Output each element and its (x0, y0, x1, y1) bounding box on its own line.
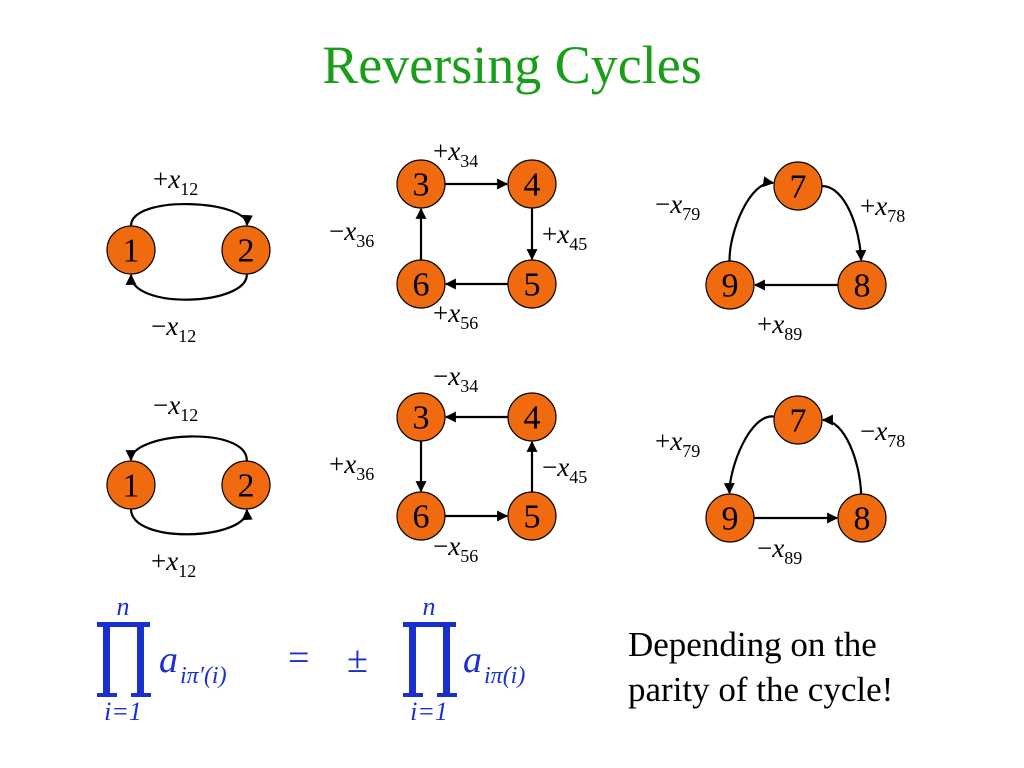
edge-8-to-7 (821, 414, 863, 495)
node-circle (396, 159, 446, 209)
node-circle (507, 159, 557, 209)
node-4: 4 (507, 159, 557, 209)
lhs-product-symbol (97, 622, 151, 697)
node-circle (106, 225, 156, 275)
node-6: 6 (396, 491, 446, 541)
edge-label-89: +x89 (757, 309, 802, 344)
rhs-lower-limit: i=1 (410, 697, 448, 726)
node-4: 4 (507, 392, 557, 442)
node-circle (507, 259, 557, 309)
lhs-lower-limit: i=1 (104, 697, 142, 726)
node-circle (705, 493, 755, 543)
node-label: 8 (854, 501, 871, 538)
caption-line: parity of the cycle! (628, 670, 894, 709)
lhs-base: a (159, 639, 178, 681)
node-circle (396, 491, 446, 541)
edge-7-to-8 (821, 184, 867, 262)
edge-label-36: +x36 (329, 449, 374, 484)
node-5: 5 (507, 259, 557, 309)
node-label: 4 (524, 400, 541, 437)
node-label: 1 (123, 468, 140, 505)
caption-line: Depending on the (628, 625, 877, 664)
node-8: 8 (837, 493, 887, 543)
edge-2-to-1 (125, 435, 248, 462)
node-circle (837, 493, 887, 543)
node-2: 2 (221, 225, 271, 275)
node-circle (773, 161, 823, 211)
node-circle (507, 392, 557, 442)
parity-caption: Depending on the parity of the cycle! (628, 622, 1008, 712)
edge-label-36: −x36 (329, 216, 374, 251)
node-5: 5 (507, 491, 557, 541)
edge-label-56: +x56 (433, 298, 478, 333)
node-1: 1 (106, 225, 156, 275)
edge-label-34: +x34 (433, 136, 478, 171)
slide-title: Reversing Cycles (322, 35, 702, 95)
node-label: 7 (790, 403, 807, 440)
node-label: 7 (790, 169, 807, 206)
node-label: 9 (722, 268, 739, 305)
node-label: 4 (524, 167, 541, 204)
edge-2-to-1 (125, 273, 248, 301)
node-circle (221, 225, 271, 275)
node-circle (106, 460, 156, 510)
edge-label-45: −x45 (542, 452, 587, 487)
node-label: 2 (238, 233, 255, 270)
node-6: 6 (396, 259, 446, 309)
node-circle (837, 260, 887, 310)
edge-label-12: +x12 (153, 164, 198, 199)
edge-label-12: −x12 (151, 311, 196, 346)
node-circle (705, 260, 755, 310)
node-7: 7 (773, 161, 823, 211)
node-2: 2 (221, 460, 271, 510)
node-7: 7 (773, 395, 823, 445)
node-label: 2 (238, 468, 255, 505)
node-circle (396, 259, 446, 309)
equals-sign: = (288, 637, 309, 679)
node-label: 3 (413, 400, 430, 437)
plus-minus-sign: ± (347, 639, 368, 681)
lhs-upper-limit: n (117, 592, 130, 621)
edge-label-79: +x79 (655, 426, 700, 461)
rhs-upper-limit: n (423, 592, 436, 621)
edge-label-89: −x89 (757, 533, 802, 568)
product-formula: n i=1 n i=1 a iπ′(i) = ± a iπ(i) (97, 592, 525, 726)
node-8: 8 (837, 260, 887, 310)
edge-label-12: −x12 (153, 390, 198, 425)
node-label: 6 (413, 267, 430, 304)
lhs-subscript: iπ′(i) (180, 663, 227, 689)
edge-1-to-2 (129, 203, 253, 227)
rhs-product-symbol (403, 622, 457, 697)
node-label: 5 (524, 267, 541, 304)
node-label: 8 (854, 268, 871, 305)
edge-label-56: −x56 (433, 531, 478, 566)
node-label: 6 (413, 499, 430, 536)
node-3: 3 (396, 392, 446, 442)
edge-label-45: +x45 (542, 219, 587, 254)
node-circle (773, 395, 823, 445)
node-circle (221, 460, 271, 510)
edge-7-to-9 (723, 415, 775, 495)
node-label: 5 (524, 499, 541, 536)
node-label: 9 (722, 501, 739, 538)
node-9: 9 (705, 493, 755, 543)
edge-1-to-2 (129, 508, 253, 536)
node-label: 3 (413, 167, 430, 204)
edge-label-34: −x34 (433, 361, 478, 396)
node-label: 1 (123, 233, 140, 270)
edge-label-78: −x78 (860, 416, 905, 451)
edge-label-78: +x78 (860, 191, 905, 226)
edge-9-to-7 (728, 176, 775, 262)
node-9: 9 (705, 260, 755, 310)
node-circle (396, 392, 446, 442)
node-1: 1 (106, 460, 156, 510)
edge-label-79: −x79 (655, 189, 700, 224)
rhs-subscript: iπ(i) (484, 663, 525, 689)
rhs-base: a (463, 639, 482, 681)
node-3: 3 (396, 159, 446, 209)
node-circle (507, 491, 557, 541)
edge-label-12: +x12 (151, 546, 196, 581)
